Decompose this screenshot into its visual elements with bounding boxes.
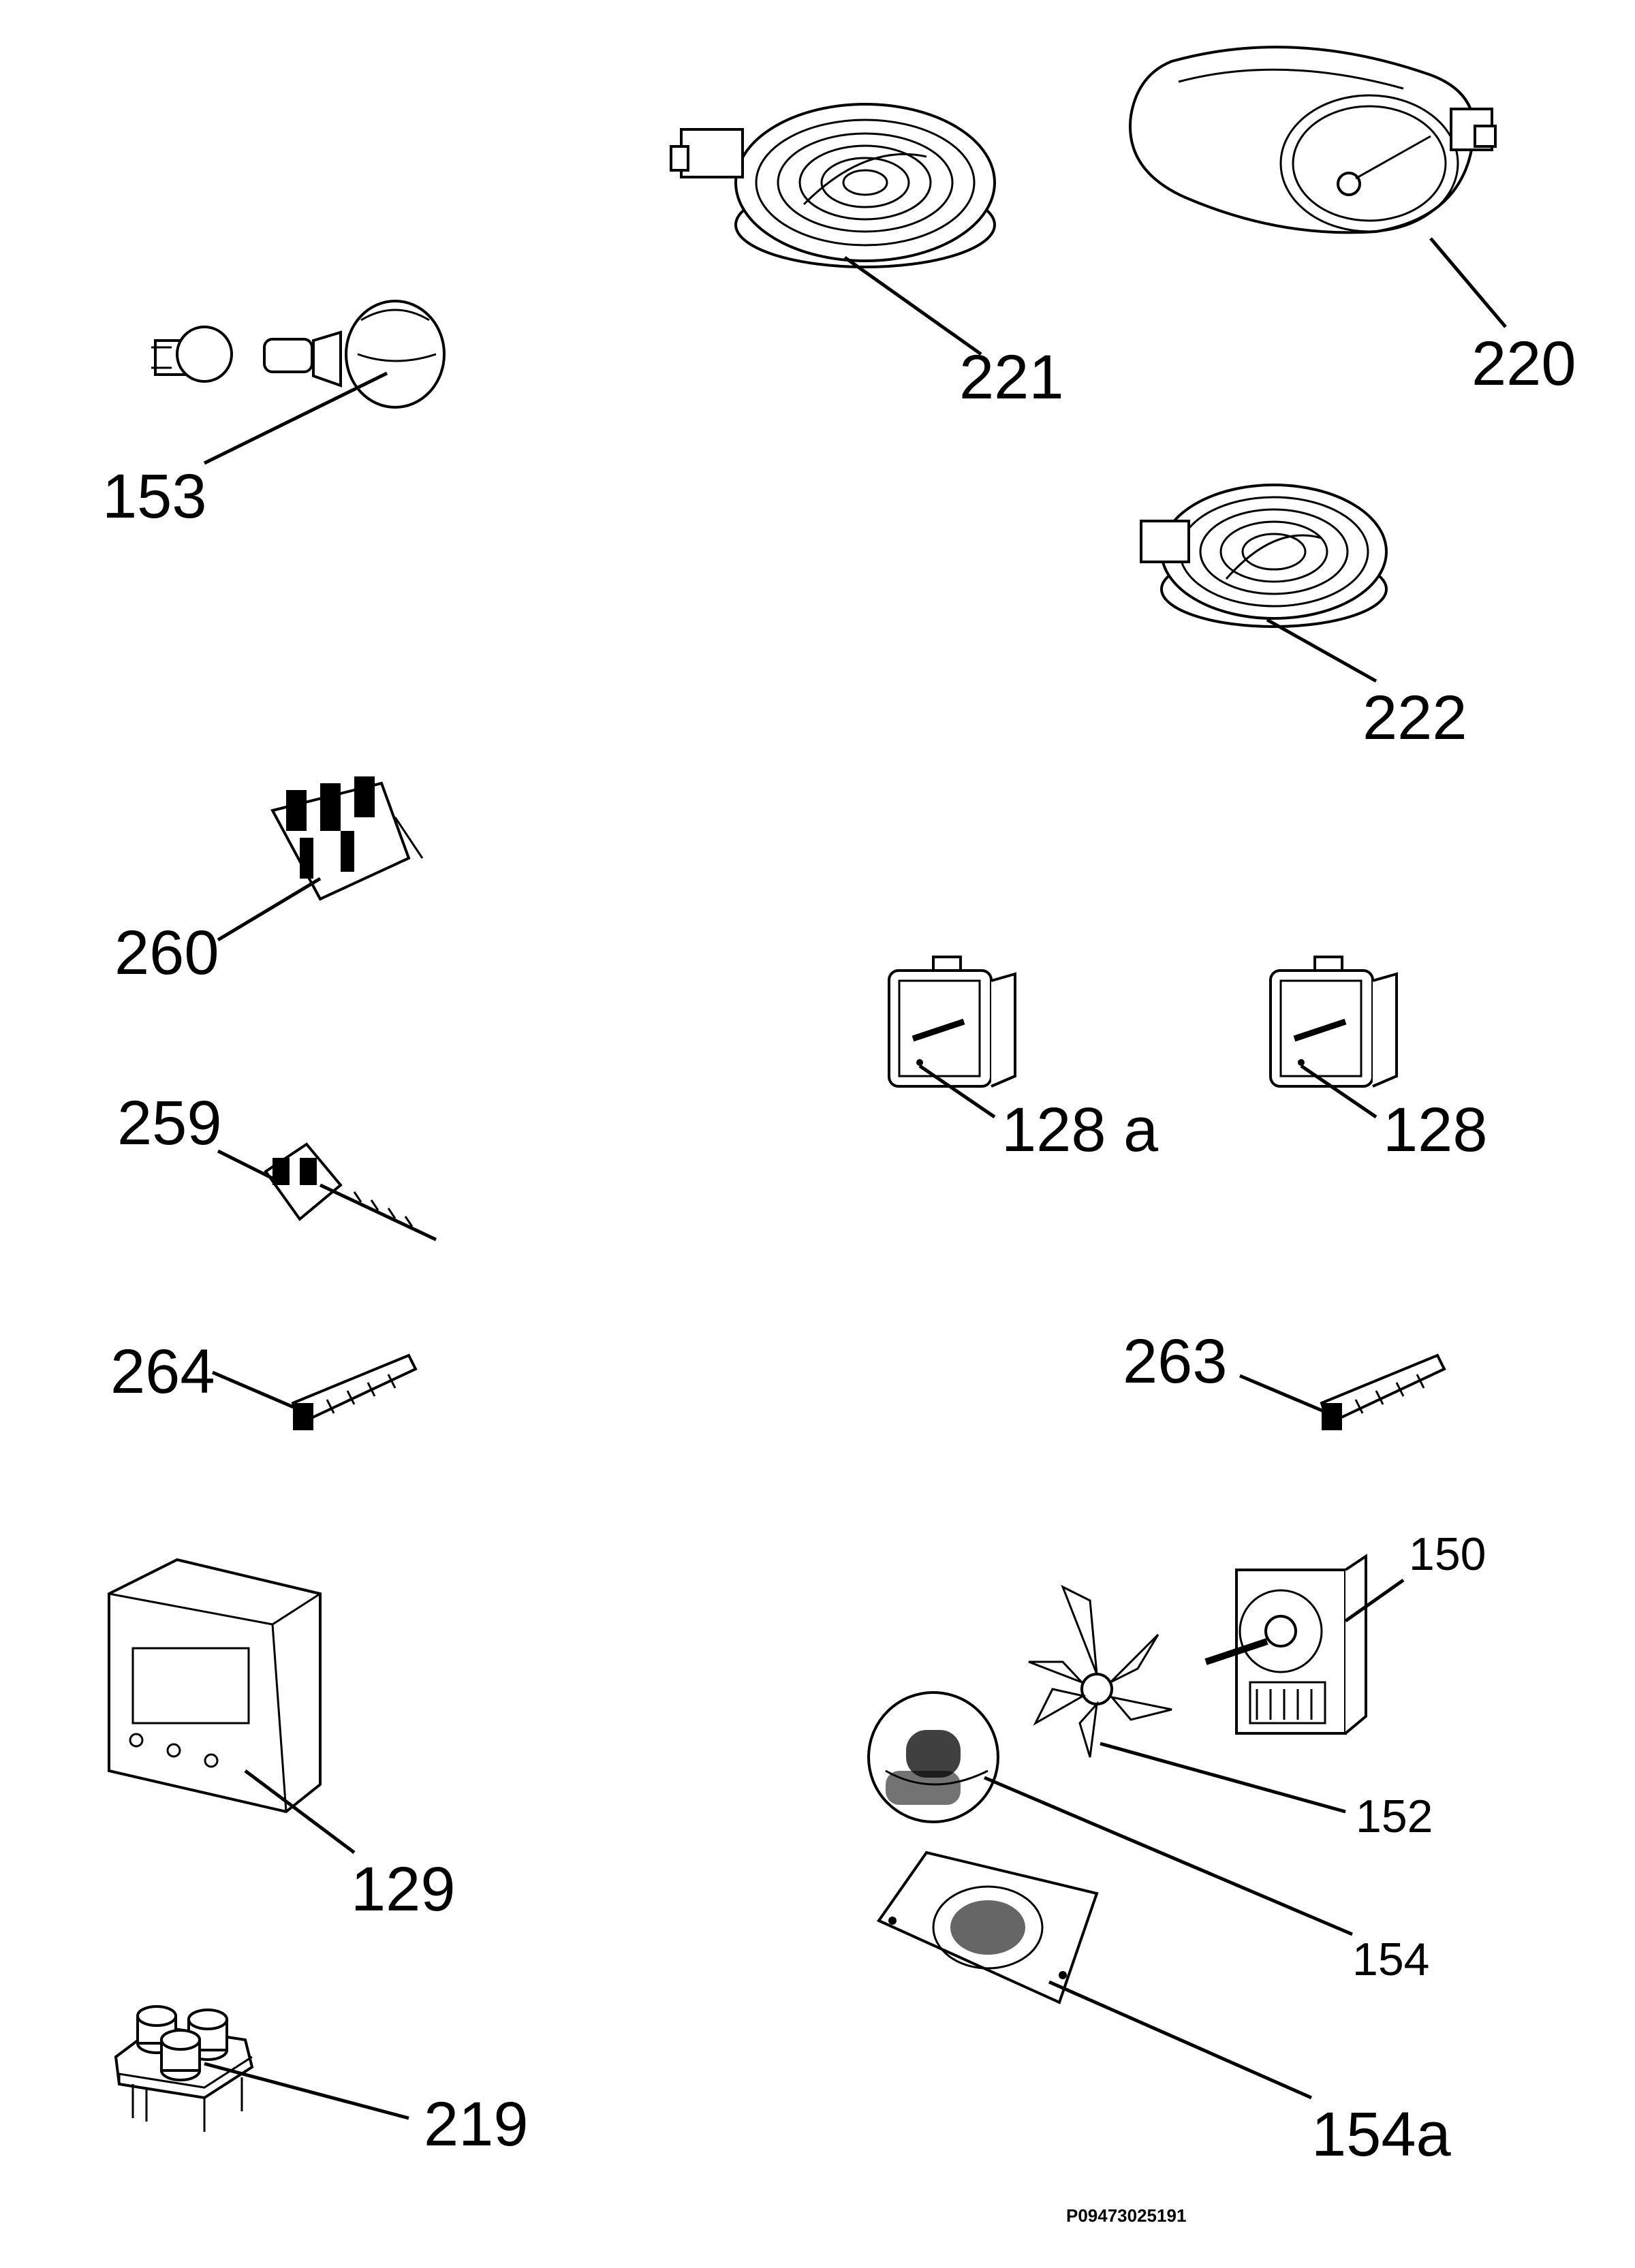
leader-220 (1429, 237, 1507, 328)
callout-260: 260 (114, 918, 219, 988)
leader-222 (1266, 618, 1377, 683)
leader-153 (203, 371, 388, 465)
part-259-rotary-switch (264, 1142, 437, 1242)
callout-153: 153 (102, 462, 207, 531)
callout-154a: 154a (1311, 2100, 1451, 2169)
part-128a-energy-regulator (888, 956, 1016, 1088)
leader-128 (1300, 1064, 1377, 1119)
part-222-hob-heating-element (1140, 484, 1388, 628)
part-154a-rear-panel (876, 1850, 1099, 2004)
leader-260 (217, 877, 322, 942)
leader-259 (217, 1149, 274, 1180)
drawing-reference-number: P09473025191 (1066, 2205, 1186, 2226)
callout-220: 220 (1472, 329, 1576, 398)
leader-221 (843, 255, 982, 356)
leader-152 (1100, 1742, 1346, 1814)
leader-129 (244, 1769, 356, 1854)
part-150-fan-motor (1204, 1554, 1367, 1735)
callout-128a: 128 a (1001, 1095, 1159, 1165)
part-263-terminal-connector (1320, 1353, 1446, 1430)
part-154-fan-guard-filter (867, 1691, 999, 1823)
callout-259: 259 (117, 1088, 222, 1158)
callout-219: 219 (424, 2090, 529, 2159)
part-152-fan-blade (1028, 1584, 1172, 1758)
part-128-energy-regulator (1269, 956, 1398, 1088)
leader-263 (1239, 1374, 1329, 1415)
leader-128a (918, 1064, 996, 1119)
callout-150: 150 (1409, 1528, 1486, 1580)
callout-221: 221 (959, 343, 1064, 412)
part-260-selector-switch (270, 776, 424, 901)
callout-152: 152 (1356, 1791, 1433, 1842)
part-220-dual-zone-element (1129, 46, 1497, 234)
callout-264: 264 (110, 1337, 215, 1406)
callout-128: 128 (1383, 1095, 1488, 1165)
part-219-terminal-block (114, 2005, 254, 2132)
leader-150 (1344, 1578, 1405, 1623)
part-129-timer-control-panel (108, 1558, 322, 1814)
leader-264 (212, 1370, 300, 1412)
callout-222: 222 (1362, 683, 1467, 753)
part-153-control-knob (151, 300, 446, 409)
leader-154 (984, 1776, 1353, 1936)
callout-263: 263 (1123, 1327, 1228, 1396)
callout-129: 129 (351, 1855, 456, 1924)
part-264-terminal-connector (291, 1353, 418, 1430)
leader-154a (1048, 1980, 1313, 2100)
part-221-hob-heating-element (670, 103, 996, 268)
callout-154: 154 (1352, 1934, 1429, 1985)
leader-219 (204, 2062, 409, 2120)
